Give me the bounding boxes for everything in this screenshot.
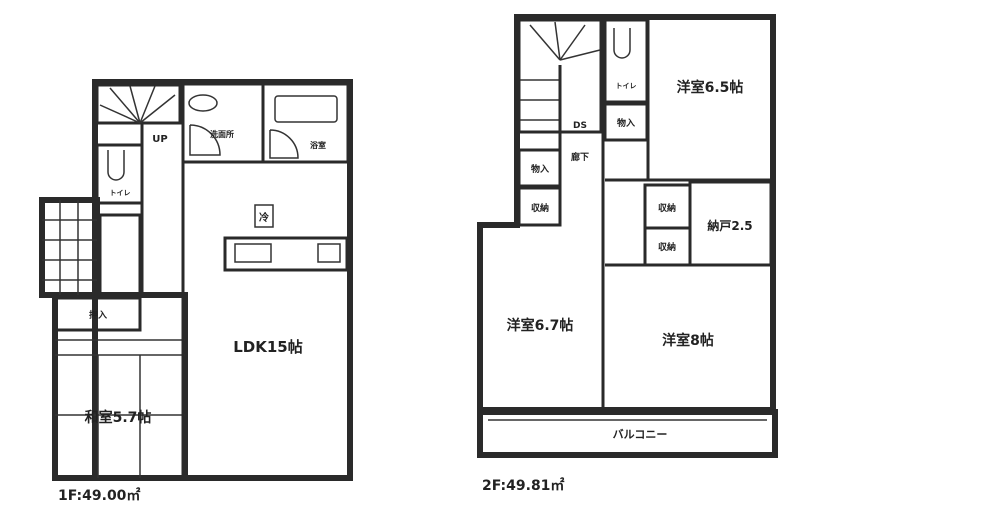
balcony (477, 409, 778, 458)
stair-lines (99, 85, 176, 124)
closet-2f-b (517, 148, 562, 188)
storage-2f-a (517, 186, 562, 227)
toilet-fixture-icon (613, 28, 631, 59)
fridge-label: 冷 (259, 211, 269, 224)
room-label-ldk: LDK15帖 (233, 338, 303, 356)
room-label-toilet-1f: トイレ (110, 189, 131, 197)
room-label-western-65: 洋室6.5帖 (677, 79, 744, 96)
stove-icon (317, 243, 341, 263)
room-label-bath: 浴室 (310, 140, 326, 150)
room-label-balcony: バルコニー (613, 428, 668, 441)
floor2-area: 2F:49.81㎡ (482, 477, 564, 494)
kitchen-sink-icon (234, 243, 272, 263)
fridge-icon (254, 204, 274, 228)
tatami-grid (55, 339, 185, 478)
room-label-washitsu: 和室5.7帖 (85, 409, 152, 426)
bathroom (261, 82, 350, 164)
floor1-area: 1F:49.00㎡ (58, 487, 140, 504)
room-label-closet-b: 物入 (531, 163, 549, 175)
ds-label: DS (573, 121, 587, 131)
room-label-corridor: 廊下 (571, 151, 589, 163)
stair-lines-2f (520, 21, 601, 121)
room-label-western-67: 洋室6.7帖 (507, 317, 574, 334)
room-label-western-8: 洋室8帖 (662, 332, 714, 349)
outer-wall-2f (477, 14, 776, 413)
room-label-storage-a: 収納 (531, 202, 549, 214)
room-label-storage-b: 収納 (658, 202, 676, 214)
washitsu-block (52, 292, 188, 481)
room-label-closet-a: 物入 (617, 117, 635, 129)
sink-icon (188, 94, 218, 112)
room-label-washroom: 洗面所 (210, 129, 234, 139)
room-label-oshiire: 押入 (89, 309, 107, 321)
room-label-storage-c: 収納 (658, 241, 676, 253)
bathtub-icon (274, 95, 338, 123)
toilet-fixture-icon (107, 150, 125, 181)
stairs-up-label: UP (152, 134, 167, 145)
room-label-storeroom: 納戸2.5 (707, 218, 752, 233)
door-swing (189, 124, 221, 156)
entrance-tiles (42, 200, 142, 297)
oshiire-room (53, 296, 142, 332)
kitchen-counter (223, 236, 349, 272)
room-label-toilet-2f: トイレ (616, 82, 637, 90)
floor-1-plan: 冷 LDK15帖 和室5.7帖 押入 トイレ 洗面所 浴室 UP 1F:49.0… (39, 79, 353, 504)
floor-2-plan: 洋室6.5帖 洋室6.7帖 洋室8帖 納戸2.5 トイレ 物入 物入 収納 収納… (477, 14, 778, 494)
